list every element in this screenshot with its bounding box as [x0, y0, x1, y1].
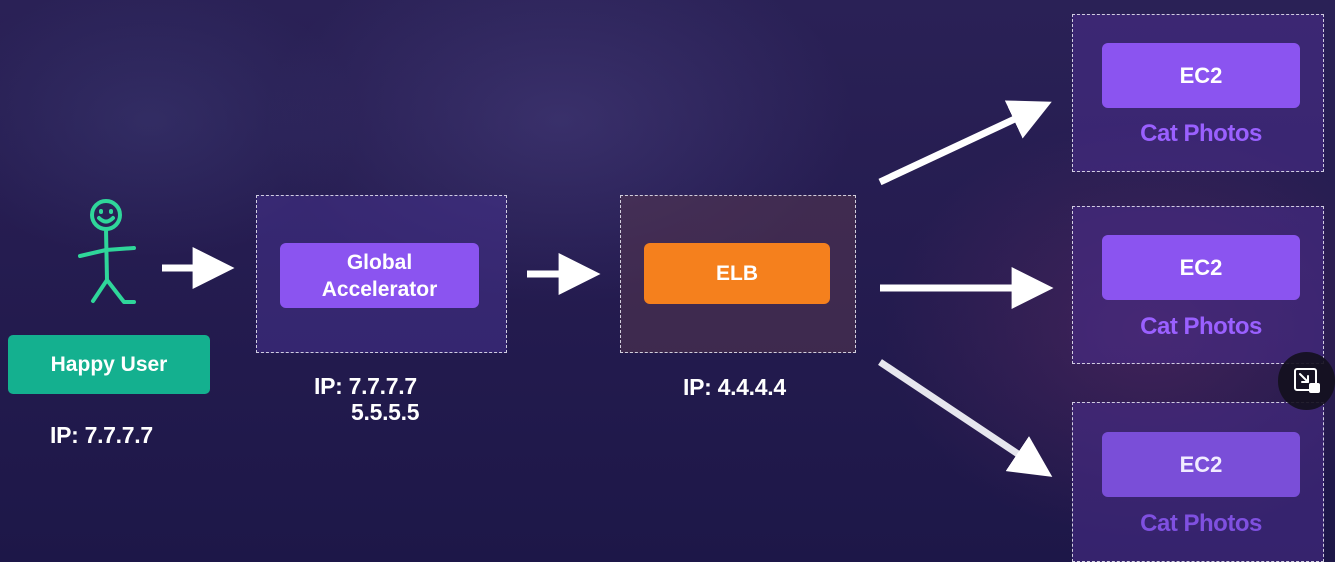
- happy-user-label: Happy User: [8, 335, 210, 394]
- ec2-caption-middle: Cat Photos: [1140, 313, 1262, 340]
- accelerator-ip-primary: IP: 7.7.7.7: [314, 373, 417, 399]
- ec2-caption-top: Cat Photos: [1140, 120, 1262, 147]
- ec2-node-top: EC2: [1102, 43, 1300, 108]
- stick-figure-icon: [78, 199, 136, 304]
- accelerator-ip-secondary: 5.5.5.5: [351, 399, 420, 425]
- elb-ip: IP: 4.4.4.4: [683, 374, 786, 400]
- arrow-elb-to-ec2-top: [878, 100, 1052, 186]
- ec2-node-middle: EC2: [1102, 235, 1300, 300]
- ec2-node-bottom: EC2: [1102, 432, 1300, 497]
- pip-exit-button[interactable]: [1278, 352, 1335, 410]
- elb-node: ELB: [644, 243, 830, 304]
- picture-in-picture-exit-icon: [1293, 368, 1320, 393]
- global-accelerator-node: Global Accelerator: [280, 243, 479, 308]
- arrow-elb-to-ec2-bottom: [878, 359, 1053, 477]
- ec2-caption-bottom: Cat Photos: [1140, 510, 1262, 537]
- user-ip: IP: 7.7.7.7: [50, 422, 153, 448]
